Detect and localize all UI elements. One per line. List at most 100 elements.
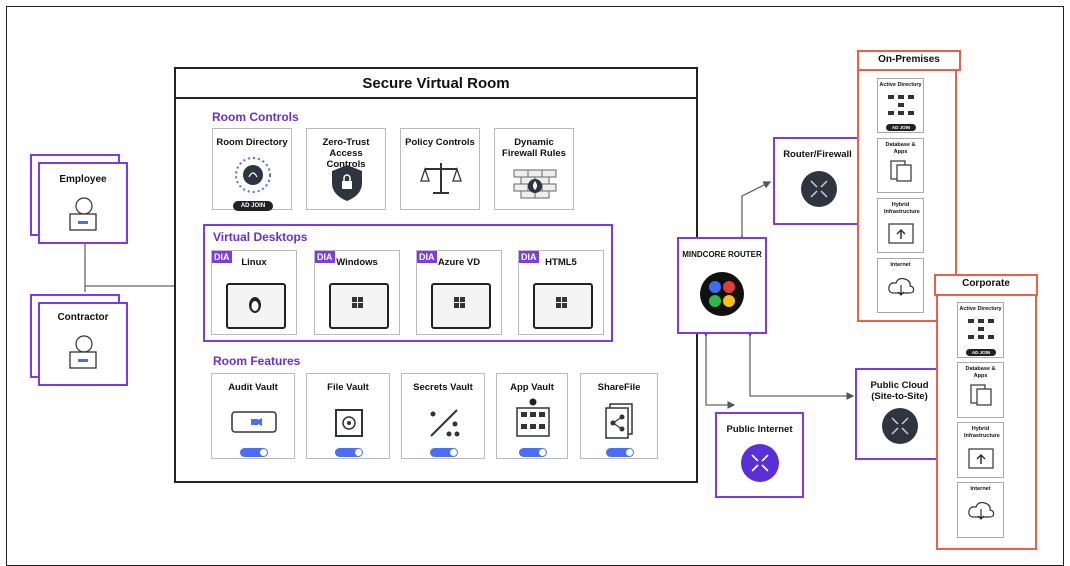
audit-vault-label: Audit Vault bbox=[228, 382, 278, 393]
room-directory-label: Room Directory bbox=[216, 137, 288, 148]
room-directory-card: Room Directory AD JOIN bbox=[212, 128, 292, 211]
monitor-icon bbox=[329, 283, 389, 329]
azure-vd-label: Azure VD bbox=[437, 257, 481, 268]
room-features-heading: Room Features bbox=[213, 354, 301, 368]
ad-join-badge: AD JOIN bbox=[886, 124, 916, 131]
corporate-database-apps: Database & Apps bbox=[957, 362, 1004, 418]
windows-logo-icon bbox=[454, 297, 465, 308]
server-upload-icon bbox=[968, 448, 994, 469]
router-icon bbox=[801, 171, 837, 207]
app-grid-icon bbox=[516, 398, 550, 437]
user-laptop-icon bbox=[69, 197, 97, 231]
safe-icon bbox=[335, 409, 363, 437]
file-vault-toggle[interactable] bbox=[335, 448, 363, 457]
arrows-in-icon bbox=[891, 417, 909, 435]
database-icon bbox=[970, 384, 992, 406]
policy-controls-card: Policy Controls bbox=[400, 128, 480, 210]
policy-controls-label: Policy Controls bbox=[405, 137, 475, 148]
app-vault-label: App Vault bbox=[510, 382, 554, 393]
corporate-active-directory-label: Active Directory bbox=[959, 306, 1002, 312]
monitor-icon bbox=[226, 283, 286, 329]
room-controls-heading: Room Controls bbox=[212, 110, 299, 124]
onprem-internet: Internet bbox=[877, 258, 924, 313]
public-internet-label: Public Internet bbox=[726, 424, 793, 435]
database-icon bbox=[890, 160, 912, 182]
zero-trust-label: Zero-Trust Access Controls bbox=[322, 137, 370, 170]
scales-icon bbox=[420, 163, 462, 194]
audit-vault-toggle[interactable] bbox=[240, 448, 268, 457]
dia-tag: DIA bbox=[519, 251, 539, 263]
corporate-internet-label: Internet bbox=[970, 486, 991, 492]
arrows-in-icon bbox=[810, 180, 828, 198]
secrets-vault-card: Secrets Vault bbox=[401, 373, 485, 459]
secrets-vault-label: Secrets Vault bbox=[413, 382, 473, 393]
linux-penguin-icon bbox=[249, 297, 261, 313]
video-camera-icon bbox=[231, 411, 277, 433]
app-vault-card: App Vault bbox=[496, 373, 568, 459]
dia-tag: DIA bbox=[417, 251, 437, 263]
corporate-internet: Internet bbox=[957, 482, 1004, 538]
fingerprint-icon bbox=[235, 157, 271, 193]
dia-tag: DIA bbox=[212, 251, 232, 263]
cloud-router-icon bbox=[882, 408, 918, 444]
corporate-database-apps-label: Database & Apps bbox=[965, 366, 996, 379]
dynamic-firewall-card: Dynamic Firewall Rules bbox=[494, 128, 574, 210]
corporate-active-directory: Active Directory AD JOIN bbox=[957, 302, 1004, 358]
org-chart-icon bbox=[888, 95, 914, 115]
contractor-label: Contractor bbox=[57, 312, 109, 323]
sharefile-toggle[interactable] bbox=[606, 448, 634, 457]
sharefile-card: ShareFile bbox=[580, 373, 658, 459]
onprem-active-directory: Active Directory AD JOIN bbox=[877, 78, 924, 133]
onprem-database-apps: Database & Apps bbox=[877, 138, 924, 193]
windows-logo-icon bbox=[352, 297, 363, 308]
employee-card: Employee bbox=[38, 162, 128, 244]
employee-label: Employee bbox=[59, 174, 107, 185]
onprem-internet-label: Internet bbox=[890, 262, 911, 268]
onprem-hybrid-infrastructure: Hybrid Infrastructure bbox=[877, 198, 924, 253]
corporate-hybrid-infrastructure: Hybrid Infrastructure bbox=[957, 422, 1004, 478]
cloud-icon bbox=[888, 277, 915, 296]
file-vault-label: File Vault bbox=[327, 382, 369, 393]
secure-virtual-room-title-bar: Secure Virtual Room bbox=[174, 67, 698, 99]
html5-label: HTML5 bbox=[545, 257, 577, 268]
key-dots-icon bbox=[430, 409, 460, 437]
desktop-card-linux[interactable]: DIA Linux bbox=[211, 250, 297, 335]
file-vault-card: File Vault bbox=[306, 373, 390, 459]
virtual-desktops-heading: Virtual Desktops bbox=[213, 230, 308, 244]
public-cloud-card: Public Cloud (Site-to-Site) bbox=[855, 368, 944, 460]
ad-join-badge: AD JOIN bbox=[233, 201, 273, 211]
virtual-desktops-group bbox=[203, 224, 613, 342]
dia-tag: DIA bbox=[315, 251, 335, 263]
page-title: Secure Virtual Room bbox=[362, 75, 510, 92]
share-document-icon bbox=[605, 403, 633, 439]
secrets-vault-toggle[interactable] bbox=[430, 448, 458, 457]
arrows-in-icon bbox=[751, 454, 769, 472]
ad-join-badge: AD JOIN bbox=[966, 349, 996, 356]
sharefile-label: ShareFile bbox=[597, 382, 641, 393]
app-vault-toggle[interactable] bbox=[519, 448, 547, 457]
on-premises-heading: On-Premises bbox=[857, 50, 961, 71]
dynamic-firewall-label: Dynamic Firewall Rules bbox=[502, 137, 566, 159]
router-firewall-label: Router/Firewall bbox=[783, 149, 852, 160]
server-upload-icon bbox=[888, 223, 914, 244]
mindcore-logo-icon bbox=[700, 272, 744, 316]
windows-logo-icon bbox=[556, 297, 567, 308]
shield-lock-icon bbox=[332, 165, 362, 201]
desktop-card-azure-vd[interactable]: DIA Azure VD bbox=[416, 250, 502, 335]
firewall-icon bbox=[513, 169, 557, 199]
org-chart-icon bbox=[968, 319, 994, 339]
cloud-icon bbox=[968, 501, 995, 520]
user-laptop-icon bbox=[69, 335, 97, 369]
contractor-card: Contractor bbox=[38, 302, 128, 386]
mindcore-router-card: MINDCORE ROUTER bbox=[677, 237, 767, 334]
onprem-hybrid-label: Hybrid Infrastructure bbox=[884, 202, 920, 215]
corporate-hybrid-label: Hybrid Infrastructure bbox=[964, 426, 1000, 439]
audit-vault-card: Audit Vault bbox=[211, 373, 295, 459]
internet-icon bbox=[741, 444, 779, 482]
windows-label: Windows bbox=[336, 257, 378, 268]
desktop-card-windows[interactable]: DIA Windows bbox=[314, 250, 400, 335]
desktop-card-html5[interactable]: DIA HTML5 bbox=[518, 250, 604, 335]
public-cloud-label: Public Cloud (Site-to-Site) bbox=[870, 380, 929, 402]
linux-label: Linux bbox=[241, 257, 267, 268]
public-internet-card: Public Internet bbox=[715, 412, 804, 498]
